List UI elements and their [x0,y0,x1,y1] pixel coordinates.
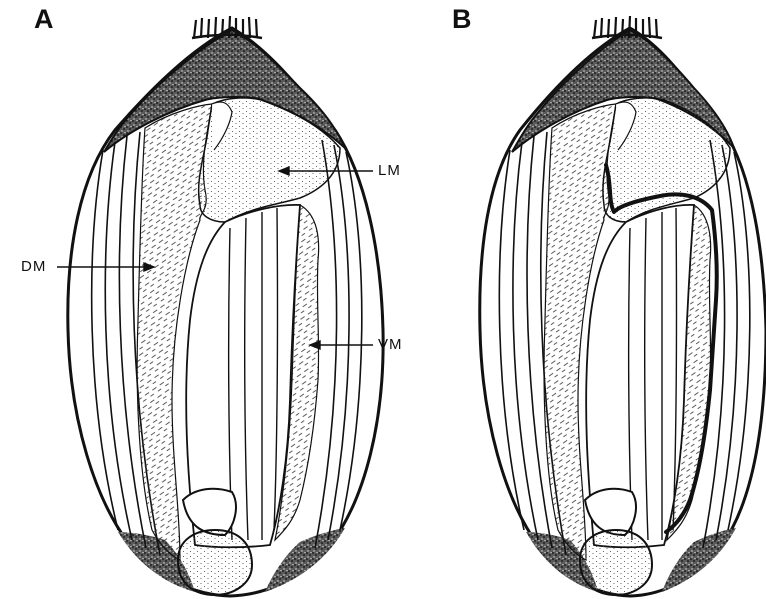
callout-dm: DM [21,259,46,274]
callout-vm: VM [378,337,403,352]
seed-b-tip [592,16,662,38]
seed-a [68,16,383,596]
callout-lm: LM [378,163,401,178]
seed-b [480,16,766,596]
panel-label-a: A [34,6,54,33]
seed-a-tip [192,16,262,38]
panel-label-b: B [452,6,472,33]
